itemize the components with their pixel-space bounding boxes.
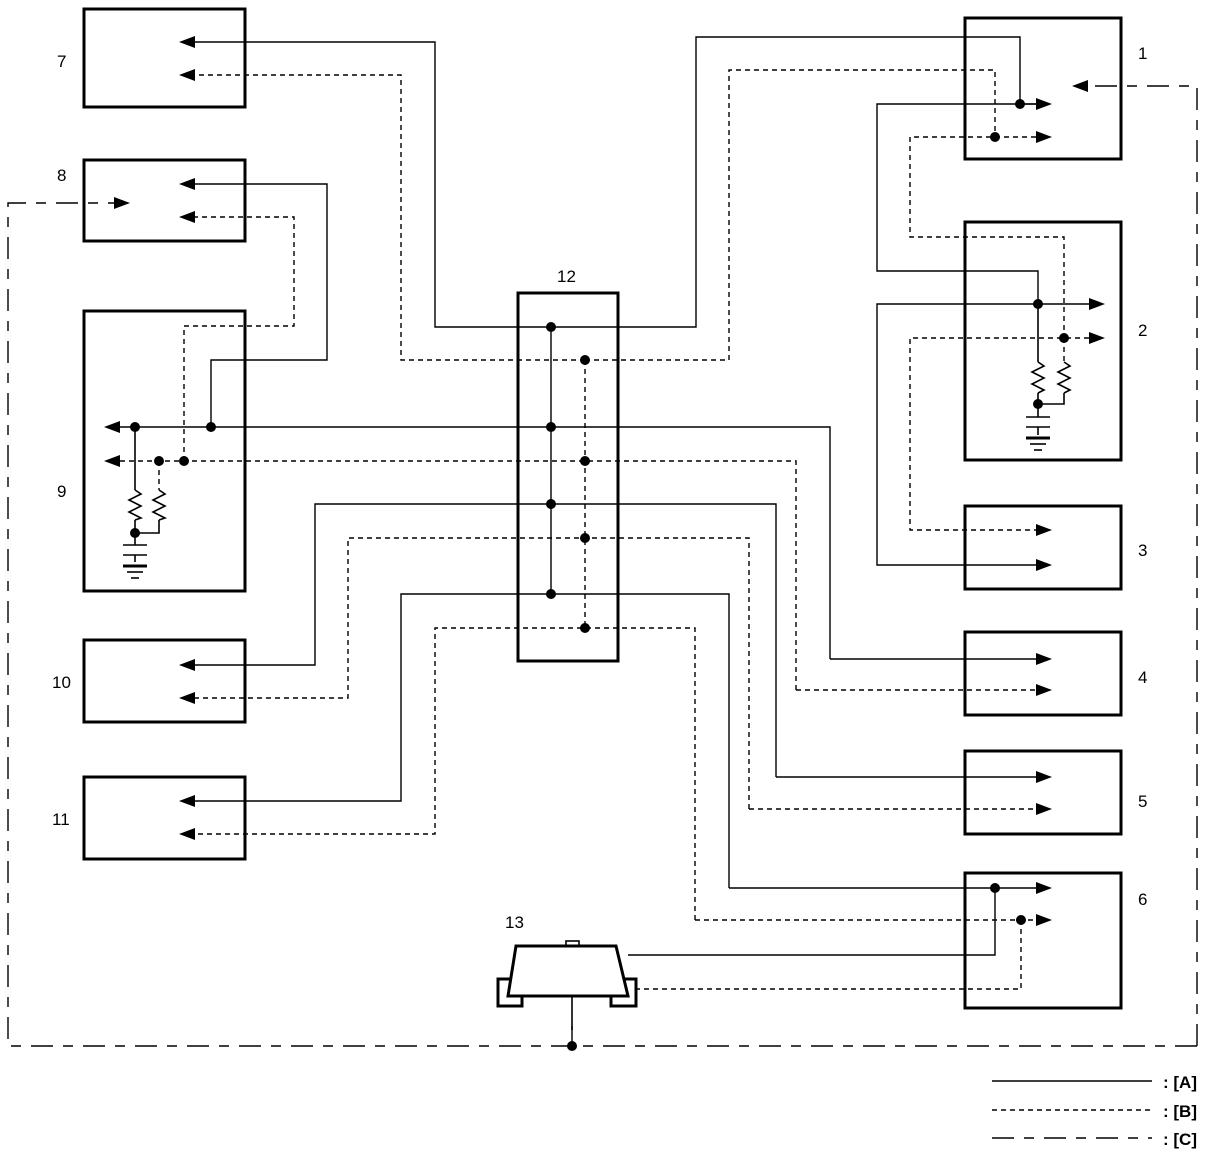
component-10-box — [82, 638, 247, 724]
junction-dot — [990, 883, 1000, 893]
junction-dot — [580, 533, 590, 543]
junction-dot — [1016, 915, 1026, 925]
label-5: 5 — [1138, 792, 1147, 811]
label-7: 7 — [57, 52, 66, 71]
arrow-icon — [179, 828, 195, 840]
label-1: 1 — [1138, 44, 1147, 63]
legend-label-b: : [B] — [1163, 1102, 1197, 1121]
arrow-icon — [1036, 653, 1052, 665]
arrow-icon — [1036, 524, 1052, 536]
component-8-box — [82, 158, 247, 243]
junction-dot — [546, 322, 556, 332]
legend-label-a: : [A] — [1163, 1073, 1197, 1092]
junction-dot — [990, 132, 1000, 142]
wire-b-9-to-8 — [183, 216, 295, 461]
junction-dot — [546, 422, 556, 432]
label-6: 6 — [1138, 890, 1147, 909]
wire-c-loop — [7, 202, 1197, 1047]
arrow-icon — [1036, 131, 1052, 143]
arrow-icon — [179, 795, 195, 807]
wire-b-12-to-11 — [195, 627, 696, 920]
wire-b-12-to-7 — [195, 74, 585, 361]
component-4-box — [963, 630, 1123, 717]
wire-b-12-to-9 — [120, 460, 797, 690]
wire-b-1-to-2 — [909, 136, 1065, 338]
arrow-icon — [1072, 80, 1088, 92]
wire-a-12-to-11 — [195, 593, 730, 888]
arrow-icon — [104, 455, 120, 467]
label-13: 13 — [505, 913, 524, 932]
label-3: 3 — [1138, 541, 1147, 560]
arrow-icon — [114, 197, 130, 209]
arrow-icon — [179, 211, 195, 223]
component-13-sensor-icon — [496, 940, 638, 1008]
resistor-ground-icon-2 — [1026, 304, 1072, 451]
label-10: 10 — [52, 673, 71, 692]
wire-a-12-to-10 — [195, 503, 777, 777]
label-9: 9 — [57, 482, 66, 501]
arrow-icon — [179, 69, 195, 81]
junction-dot — [546, 499, 556, 509]
component-6-box — [963, 871, 1123, 1010]
component-12-box — [516, 291, 620, 663]
arrow-icon — [1036, 98, 1052, 110]
arrow-icon — [1036, 803, 1052, 815]
component-3-box — [963, 504, 1123, 591]
wire-a-1-to-2 — [876, 103, 1039, 304]
label-2: 2 — [1138, 321, 1147, 340]
arrow-icon — [1036, 771, 1052, 783]
junction-dot — [580, 355, 590, 365]
wire-a-12-to-9 — [120, 426, 831, 659]
arrow-icon — [1036, 882, 1052, 894]
arrow-icon — [1036, 559, 1052, 571]
label-11: 11 — [52, 810, 70, 829]
resistor-ground-icon-9 — [123, 427, 168, 579]
label-4: 4 — [1138, 668, 1147, 687]
label-12: 12 — [557, 267, 576, 286]
wire-a-12-to-1 — [551, 36, 1021, 328]
arrow-icon — [179, 178, 195, 190]
junction-dot — [1015, 99, 1025, 109]
wire-b-12-to-10 — [195, 537, 750, 809]
component-7-box — [82, 7, 247, 109]
wire-a-6-to-13 — [628, 888, 996, 956]
arrow-icon — [1036, 914, 1052, 926]
arrow-icon — [1089, 298, 1105, 310]
junction-dot — [580, 623, 590, 633]
arrow-icon — [1089, 332, 1105, 344]
arrow-icon — [179, 36, 195, 48]
wire-b-12-to-1 — [585, 69, 996, 361]
component-9-box — [82, 309, 247, 593]
legend-label-c: : [C] — [1163, 1130, 1197, 1149]
wire-a-12-to-7 — [195, 41, 551, 328]
legend: : [A] : [B] : [C] — [992, 1073, 1197, 1149]
component-5-box — [963, 749, 1123, 836]
junction-dot — [546, 589, 556, 599]
arrow-icon — [104, 421, 120, 433]
arrow-icon — [179, 692, 195, 704]
junction-dot — [580, 456, 590, 466]
wire-a-9-to-8 — [195, 183, 328, 427]
wire-a-2-to-3 — [876, 303, 1089, 566]
arrow-icon — [179, 659, 195, 671]
wire-b-2-to-3 — [909, 337, 1089, 531]
wire-b-6-to-13 — [632, 920, 1022, 990]
arrow-icon — [1036, 684, 1052, 696]
wire-c-into-1 — [1090, 85, 1198, 1046]
component-2-box — [963, 220, 1123, 462]
label-8: 8 — [57, 166, 66, 185]
component-1-box — [963, 16, 1123, 161]
component-11-box — [82, 775, 247, 861]
